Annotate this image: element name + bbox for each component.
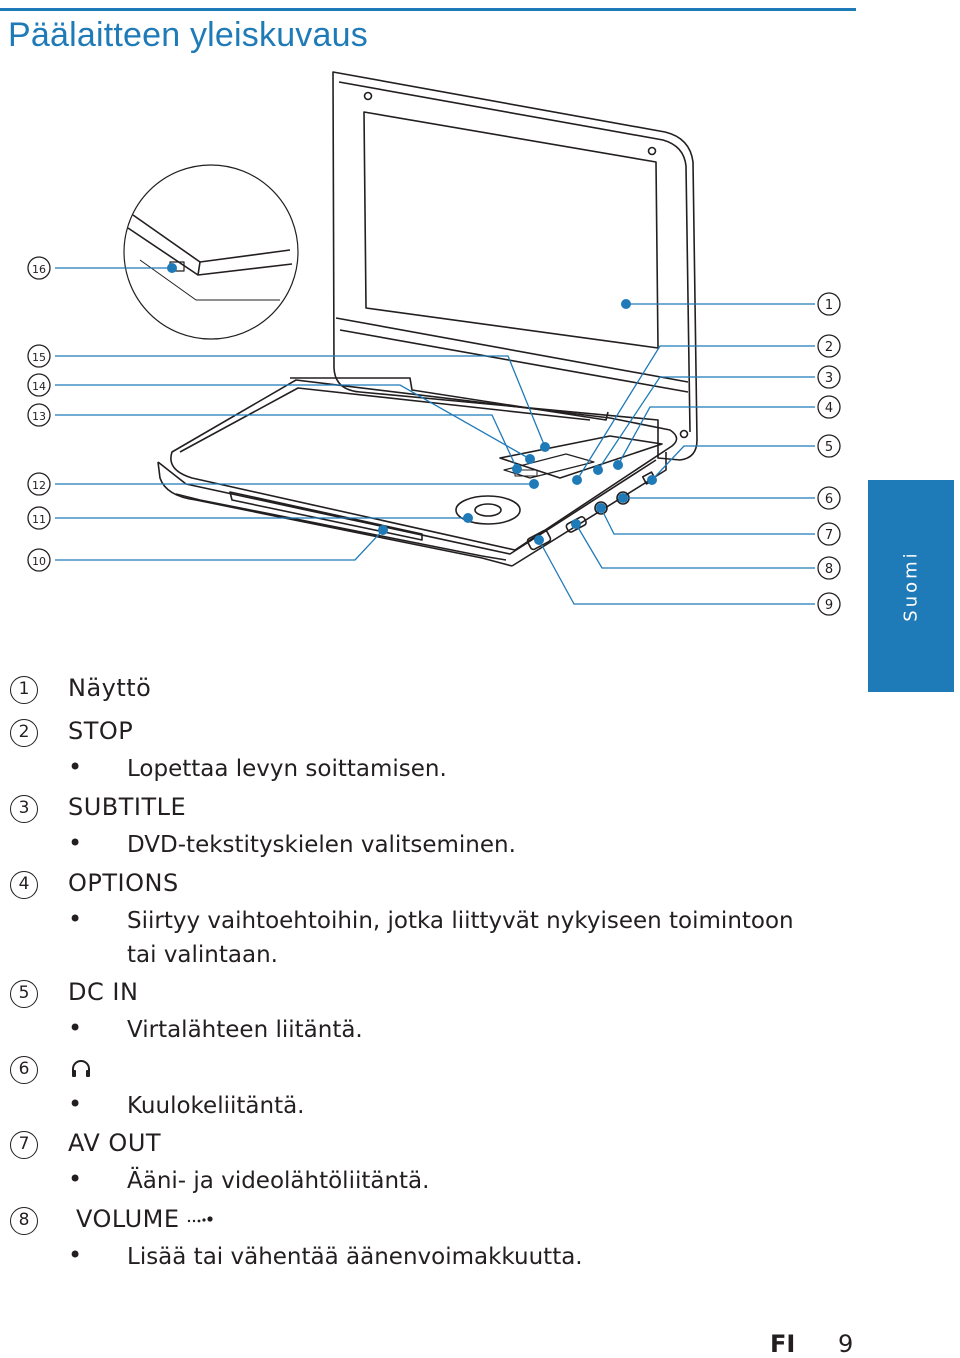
callout-16: 16 (32, 263, 46, 276)
volume-dots-icon (187, 1216, 213, 1223)
callout-12: 12 (32, 479, 46, 492)
page-title: Päälaitteen yleiskuvaus (8, 16, 368, 54)
nav-pad (455, 495, 521, 525)
callout-14: 14 (32, 380, 46, 393)
item-number: 3 (10, 795, 38, 823)
zoom-inset (123, 164, 299, 340)
callout-7: 7 (825, 528, 833, 543)
item-description: Lisää tai vähentää äänenvoimakkuutta. (127, 1244, 583, 1270)
language-tab: Suomi (868, 480, 954, 692)
item-label: Näyttö (68, 674, 152, 702)
item-number: 2 (10, 719, 38, 747)
device-illustration: 1 2 3 4 5 6 7 8 9 10 11 12 13 14 15 16 (27, 71, 841, 616)
bullet: • (68, 1165, 83, 1193)
callout-8: 8 (825, 562, 833, 577)
bullet: • (68, 905, 83, 933)
callout-13: 13 (32, 410, 46, 423)
screen (363, 111, 659, 349)
item-description: Lopettaa levyn soittamisen. (127, 756, 447, 782)
item-number: 5 (10, 980, 38, 1008)
bullet: • (68, 1241, 83, 1269)
callout-2: 2 (825, 340, 833, 355)
callout-4: 4 (825, 401, 833, 416)
callout-6: 6 (825, 492, 833, 507)
bullet: • (68, 1014, 83, 1042)
callout-1: 1 (825, 298, 833, 313)
callout-5: 5 (825, 440, 833, 455)
callout-15: 15 (32, 351, 46, 364)
base-body (170, 379, 678, 551)
top-rule (0, 8, 856, 11)
headphones-icon (72, 1060, 90, 1077)
item-number: 6 (10, 1056, 38, 1084)
callout-3: 3 (825, 371, 833, 386)
item-number: 8 (10, 1207, 38, 1235)
item-label: STOP (68, 717, 134, 745)
language-tab-label: Suomi (900, 550, 922, 622)
bullet: • (68, 829, 83, 857)
bullet: • (68, 753, 83, 781)
item-label: DC IN (68, 978, 139, 1006)
footer-language: FI (770, 1330, 796, 1358)
item-label: VOLUME (76, 1205, 180, 1233)
item-label: OPTIONS (68, 869, 179, 897)
callout-11: 11 (32, 513, 46, 526)
page-number: 9 (838, 1330, 854, 1358)
item-description: DVD-tekstityskielen valitseminen. (127, 832, 516, 858)
item-description: Ääni- ja videolähtöliitäntä. (127, 1168, 430, 1194)
item-label: SUBTITLE (68, 793, 187, 821)
item-number: 1 (10, 676, 38, 704)
item-label: AV OUT (68, 1129, 162, 1157)
callout-9: 9 (825, 598, 833, 613)
item-description: Kuulokeliitäntä. (127, 1093, 305, 1119)
screen-lid (332, 71, 698, 461)
item-description: Siirtyy vaihtoehtoihin, jotka liittyvät … (127, 908, 794, 968)
item-description: Virtalähteen liitäntä. (127, 1017, 363, 1043)
bullet: • (68, 1090, 83, 1118)
item-number: 4 (10, 871, 38, 899)
item-number: 7 (10, 1131, 38, 1159)
callout-10: 10 (32, 555, 46, 568)
